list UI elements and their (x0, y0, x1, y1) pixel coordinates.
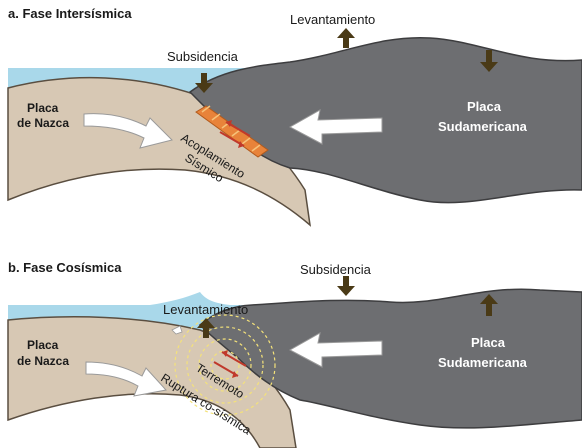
panel-a-southam-line1: Placa (467, 99, 502, 114)
panel-a-uplift-arrow (337, 28, 355, 48)
panel-b-nazca-line1: Placa (27, 338, 59, 352)
panel-a-nazca-line1: Placa (27, 101, 59, 115)
panel-b-uplift-label: Levantamiento (163, 302, 248, 317)
panel-b-subsidence-label: Subsidencia (300, 262, 372, 277)
panel-a-southam-line2: Sudamericana (438, 119, 528, 134)
panel-a-subsidence-label: Subsidencia (167, 49, 239, 64)
panel-b: b. Fase Cosísmica (8, 260, 582, 448)
panel-b-nazca-line2: de Nazca (17, 354, 69, 368)
panel-a-title: a. Fase Intersísmica (8, 6, 132, 21)
panel-b-subsidence-arrow (337, 276, 355, 296)
panel-b-southam-line2: Sudamericana (438, 355, 528, 370)
panel-a-uplift-label: Levantamiento (290, 12, 375, 27)
panel-a: a. Fase Intersísmica (8, 6, 582, 225)
panel-b-title: b. Fase Cosísmica (8, 260, 122, 275)
panel-b-southam-line1: Placa (471, 335, 506, 350)
panel-a-nazca-line2: de Nazca (17, 116, 69, 130)
